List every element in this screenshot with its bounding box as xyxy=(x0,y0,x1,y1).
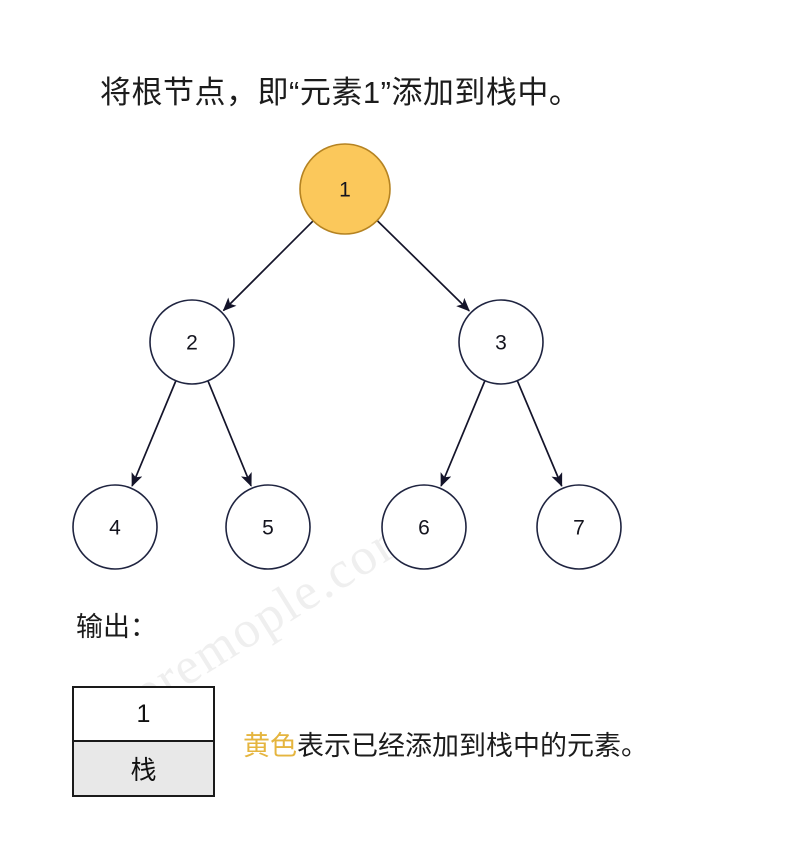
tree-node-circle-7 xyxy=(536,484,622,570)
tree-node-circle-2 xyxy=(149,299,235,385)
tree-node-circle-4 xyxy=(72,484,158,570)
tree-node-label-1: 1 xyxy=(339,179,351,202)
tree-node-label-7: 7 xyxy=(573,517,585,540)
tree-node-label-6: 6 xyxy=(418,517,430,540)
tree-node-7[interactable]: 7 xyxy=(536,484,622,570)
tree-edge-n2-n5 xyxy=(207,380,252,487)
output-label: 输出： xyxy=(76,612,157,642)
tree-node-6[interactable]: 6 xyxy=(381,484,467,570)
binary-tree-diagram: 1 2 3 4 5 6 7 xyxy=(72,143,622,570)
page-title: 将根节点，即“元素1”添加到栈中。 xyxy=(100,75,581,110)
stack-item: 1 xyxy=(74,688,213,742)
legend-color-word: 黄色 xyxy=(243,731,297,761)
tree-node-label-3: 3 xyxy=(495,332,507,355)
tree-edge-n3-n6 xyxy=(440,380,486,487)
tree-edge-n2-n4 xyxy=(131,380,177,487)
tree-node-5[interactable]: 5 xyxy=(225,484,311,570)
tree-node-circle-3 xyxy=(458,299,544,385)
tree-node-layer: 1 2 3 4 5 6 7 xyxy=(72,143,622,570)
tree-node-circle-6 xyxy=(381,484,467,570)
tree-edge-n3-n7 xyxy=(516,380,563,487)
legend: 黄色表示已经添加到栈中的元素。 xyxy=(243,727,648,765)
legend-description: 表示已经添加到栈中的元素。 xyxy=(297,731,648,761)
tree-node-circle-1 xyxy=(299,143,391,235)
tree-node-2[interactable]: 2 xyxy=(149,299,235,385)
tree-node-label-4: 4 xyxy=(109,517,121,540)
tree-node-4[interactable]: 4 xyxy=(72,484,158,570)
tree-node-label-5: 5 xyxy=(262,517,274,540)
stack-base-label: 栈 xyxy=(74,742,213,795)
tree-node-1[interactable]: 1 xyxy=(299,143,391,235)
tree-node-label-2: 2 xyxy=(186,332,198,355)
tree-node-circle-5 xyxy=(225,484,311,570)
tree-node-3[interactable]: 3 xyxy=(458,299,544,385)
tree-edge-n1-n3 xyxy=(376,220,470,312)
tree-edge-n1-n2 xyxy=(222,220,314,312)
stack-box: 1 栈 xyxy=(72,686,215,797)
tree-edge-layer xyxy=(131,220,563,487)
